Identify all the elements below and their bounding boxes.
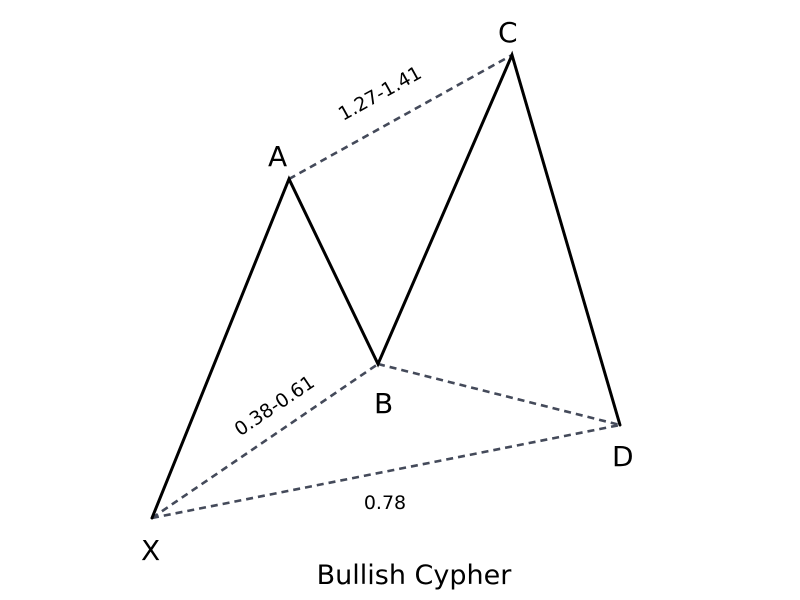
ratio-line-a-c bbox=[288, 53, 513, 181]
diagram-title: Bullish Cypher bbox=[317, 560, 513, 591]
ratio-line-x-d bbox=[151, 423, 621, 520]
ratio-label-x-d: 0.78 bbox=[364, 492, 406, 514]
pattern-legs bbox=[150, 50, 622, 520]
point-label-a: A bbox=[268, 140, 287, 173]
point-label-d: D bbox=[612, 440, 634, 473]
ratio-label-a-c: 1.27-1.41 bbox=[335, 62, 426, 126]
point-label-c: C bbox=[498, 16, 518, 49]
point-label-x: X bbox=[141, 534, 160, 567]
ratio-line-x-b bbox=[151, 362, 379, 520]
ratio-label-x-b: 0.38-0.61 bbox=[231, 371, 319, 440]
point-label-b: B bbox=[374, 387, 393, 420]
ratio-line-b-d bbox=[377, 362, 621, 427]
